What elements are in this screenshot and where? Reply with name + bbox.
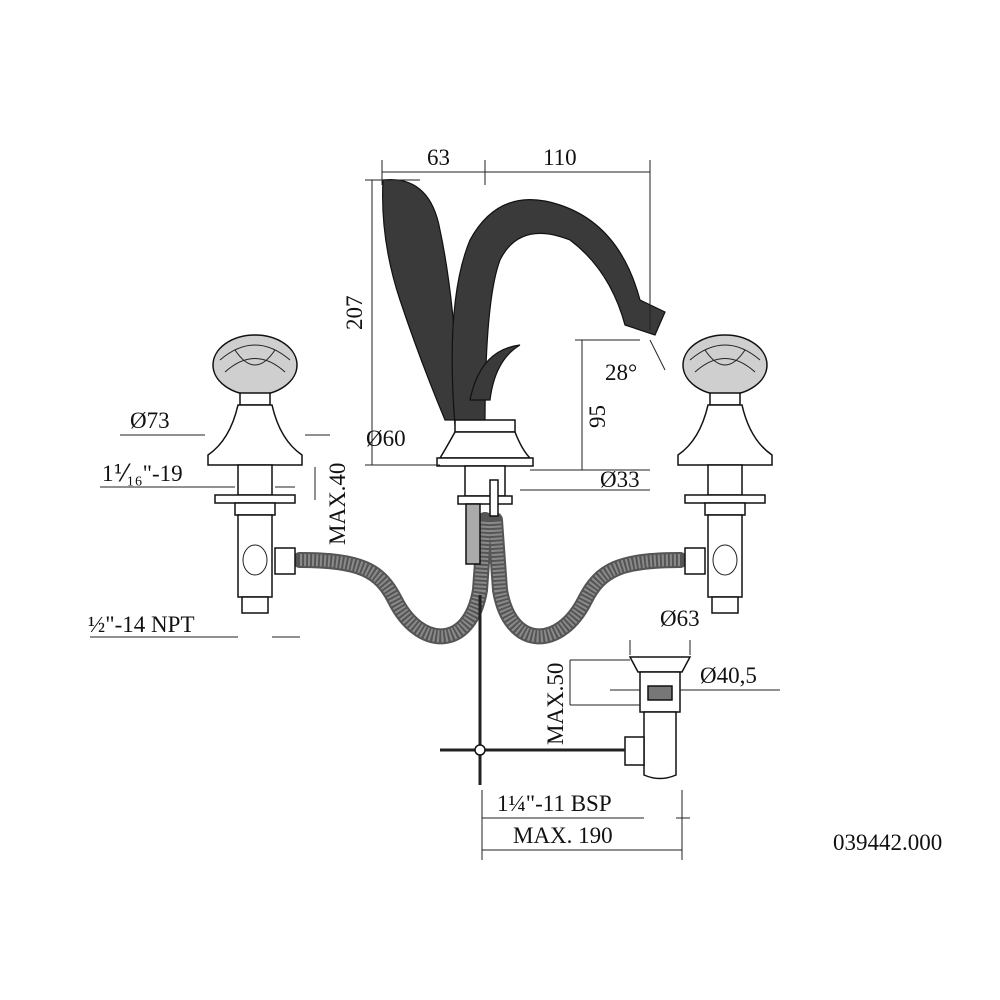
dim-drain-thread: 1¼"-11 BSP <box>497 791 612 816</box>
pop-up-drain <box>440 656 692 780</box>
dim-spout-reach: 110 <box>543 145 577 170</box>
dim-overall-height: 207 <box>342 296 367 331</box>
dim-spout-offset: 63 <box>427 145 450 170</box>
dim-handle-max-deck: MAX.40 <box>325 463 350 545</box>
dim-drain-max-deck: MAX.50 <box>543 663 568 745</box>
supply-hoses <box>292 512 688 645</box>
dim-handle-base-diameter: Ø73 <box>130 408 170 433</box>
dim-inlet-thread: ½"-14 NPT <box>88 612 195 637</box>
dim-drain-body-diameter: Ø40,5 <box>700 663 757 688</box>
dim-drain-flange-diameter: Ø63 <box>660 606 700 631</box>
left-handle-valve <box>207 334 303 614</box>
dim-spout-height: 95 <box>585 405 610 428</box>
dim-handle-thread: 1⅟₁₆"-19 <box>102 461 183 486</box>
right-handle-valve <box>677 334 773 614</box>
product-code: 039442.000 <box>833 830 942 855</box>
dim-max-spread: MAX. 190 <box>513 823 613 848</box>
dim-spout-angle: 28° <box>605 360 637 385</box>
dim-spout-base-diameter: Ø60 <box>366 426 406 451</box>
swan-spout <box>382 179 666 785</box>
dimension-lines <box>90 160 780 860</box>
dim-spout-shank-diameter: Ø33 <box>600 467 640 492</box>
